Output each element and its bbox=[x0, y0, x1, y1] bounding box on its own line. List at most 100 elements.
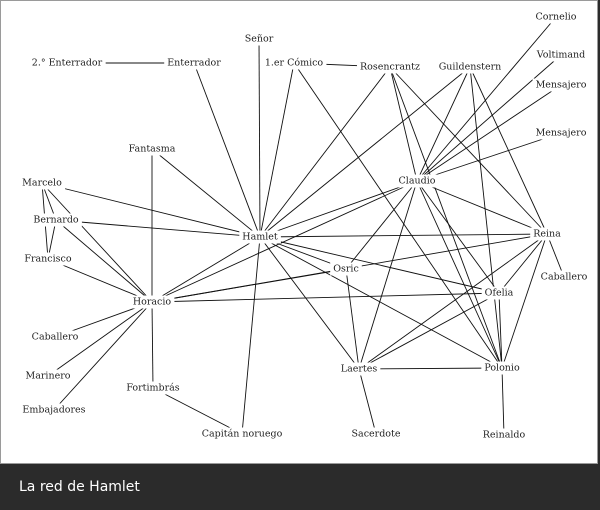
node-guildenstern: Guildenstern bbox=[435, 60, 505, 74]
edge-ofelia-horacio bbox=[151, 292, 500, 303]
edge-bernardo-hamlet bbox=[55, 219, 261, 238]
node-mensajero1: Mensajero bbox=[532, 78, 590, 92]
node-label: 1.er Cómico bbox=[265, 58, 324, 69]
edge-claudio-laertes bbox=[358, 180, 418, 370]
node-cornelio: Cornelio bbox=[532, 10, 580, 24]
edge-guildenstern-polonio bbox=[469, 66, 503, 369]
node-label-background bbox=[537, 270, 591, 284]
node-label-background bbox=[357, 60, 423, 74]
node-label-background bbox=[19, 403, 89, 417]
edge-ofelia-laertes bbox=[358, 292, 500, 370]
node-label: Cornelio bbox=[535, 12, 576, 23]
node-embajadores: Embajadores bbox=[19, 403, 89, 417]
node-label-background bbox=[19, 176, 66, 190]
node-sacerdote: Sacerdote bbox=[348, 427, 404, 441]
edge-mensajero1-claudio bbox=[416, 84, 562, 182]
edge-guildenstern-claudio bbox=[416, 66, 471, 182]
edge-cornelio-claudio bbox=[416, 16, 557, 182]
node-fantasma: Fantasma bbox=[125, 142, 179, 156]
node-label: Mensajero bbox=[536, 80, 587, 91]
node-horacio: Horacio bbox=[129, 295, 175, 309]
node-label: Sacerdote bbox=[352, 429, 401, 440]
node-osric: Osric bbox=[330, 262, 362, 276]
node-label-background bbox=[21, 252, 75, 266]
edge-hamlet-laertes bbox=[259, 236, 360, 370]
node-label-background bbox=[30, 213, 82, 227]
node-fortimbras: Fortimbrás bbox=[123, 381, 183, 395]
edge-guildenstern-hamlet bbox=[259, 66, 471, 238]
edge-polonio-reinaldo bbox=[501, 367, 505, 436]
node-label-background bbox=[481, 286, 517, 300]
node-label: Rosencrantz bbox=[360, 62, 420, 73]
node-label: Ofelia bbox=[485, 288, 514, 299]
node-label-background bbox=[22, 369, 74, 383]
edge-hamlet-reina bbox=[259, 233, 548, 238]
node-voltimand: Voltimand bbox=[532, 48, 589, 62]
node-label-background bbox=[395, 174, 439, 188]
edge-reina-ofelia bbox=[498, 233, 548, 294]
node-label-background bbox=[239, 230, 281, 244]
node-hamlet: Hamlet bbox=[239, 230, 281, 244]
node-label: Capitán noruego bbox=[202, 429, 283, 440]
edge-ofelia-polonio bbox=[498, 292, 503, 369]
edge-comico-polonio bbox=[293, 62, 503, 369]
edge-reina-laertes bbox=[358, 233, 548, 370]
edge-enterrador-hamlet bbox=[193, 62, 261, 238]
edge-hamlet-polonio bbox=[259, 236, 503, 369]
node-label-background bbox=[125, 142, 179, 156]
caption-bar: La red de Hamlet bbox=[0, 465, 600, 510]
node-label: Enterrador bbox=[167, 58, 221, 69]
hamlet-network-graph: Señor 2.° Enterrador Enterrador 1.er Cómico… bbox=[19, 10, 591, 442]
node-label-background bbox=[123, 381, 183, 395]
node-reina: Reina bbox=[530, 227, 565, 241]
node-label: Señor bbox=[245, 34, 274, 45]
node-label-background bbox=[348, 427, 404, 441]
edge-fantasma-hamlet bbox=[151, 148, 261, 238]
node-label-background bbox=[481, 361, 523, 375]
node-label: Caballero bbox=[32, 332, 79, 343]
node-enterrador2: 2.° Enterrador bbox=[28, 56, 106, 70]
node-label-background bbox=[532, 126, 590, 140]
nodes-layer: Señor 2.° Enterrador Enterrador 1.er Cómico… bbox=[19, 10, 591, 442]
node-label: Voltimand bbox=[536, 50, 585, 61]
edge-comico-hamlet bbox=[259, 62, 295, 238]
edge-reina-caballero_r bbox=[546, 233, 565, 278]
node-label: Bernardo bbox=[33, 215, 79, 226]
edge-claudio-polonio bbox=[416, 180, 503, 369]
edge-horacio-hamlet bbox=[151, 236, 261, 303]
node-rosencrantz: Rosencrantz bbox=[357, 60, 423, 74]
node-marinero: Marinero bbox=[22, 369, 74, 383]
edge-osric-horacio bbox=[151, 268, 347, 303]
node-label: Hamlet bbox=[242, 232, 278, 243]
edge-bernardo-horacio bbox=[55, 219, 153, 303]
node-polonio: Polonio bbox=[481, 361, 523, 375]
node-label-background bbox=[337, 362, 381, 376]
edge-fortimbras-capitan bbox=[152, 387, 243, 435]
node-label-background bbox=[28, 56, 106, 70]
node-caballero_r: Caballero bbox=[537, 270, 591, 284]
node-laertes: Laertes bbox=[337, 362, 381, 376]
node-label: Francisco bbox=[24, 254, 71, 265]
node-label: Caballero bbox=[541, 272, 588, 283]
node-label: Marinero bbox=[26, 371, 71, 382]
edge-laertes-polonio bbox=[358, 367, 503, 370]
edge-rosencrantz-reina bbox=[389, 66, 548, 235]
node-enterrador: Enterrador bbox=[164, 56, 225, 70]
node-label: Fantasma bbox=[129, 144, 176, 155]
edge-hamlet-ofelia bbox=[259, 236, 500, 294]
node-label: Horacio bbox=[133, 297, 172, 308]
edge-claudio-osric bbox=[345, 180, 418, 270]
node-label-background bbox=[330, 262, 362, 276]
edge-francisco-horacio bbox=[47, 258, 153, 303]
node-label-background bbox=[530, 227, 565, 241]
caption: La red de Hamlet bbox=[19, 479, 140, 495]
edge-reina-polonio bbox=[501, 233, 548, 369]
node-label: Mensajero bbox=[536, 128, 587, 139]
edge-voltimand-claudio bbox=[416, 54, 562, 182]
node-ofelia: Ofelia bbox=[481, 286, 517, 300]
edge-claudio-horacio bbox=[151, 180, 418, 303]
node-label-background bbox=[532, 10, 580, 24]
node-label-background bbox=[532, 48, 589, 62]
edge-rosencrantz-polonio bbox=[389, 66, 503, 369]
node-label-background bbox=[435, 60, 505, 74]
